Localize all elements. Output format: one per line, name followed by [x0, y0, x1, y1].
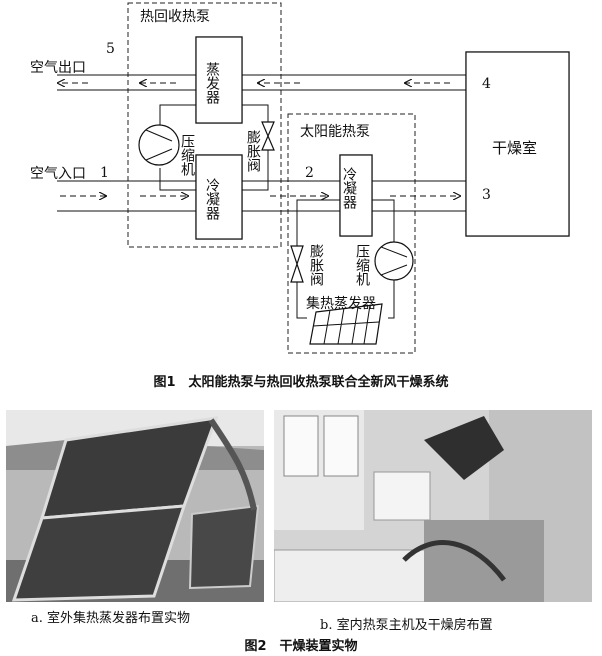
collector-evaporator-grid	[312, 304, 380, 345]
solar-pump-boundary	[287, 113, 416, 354]
solar-condenser-label: 冷凝器	[341, 167, 357, 209]
solar-refrigerant-loop	[296, 199, 340, 319]
photo-indoor-heat-pump	[274, 410, 592, 602]
solar-refrigerant-loop	[372, 199, 395, 319]
upper-refrigerant-loop	[159, 104, 196, 191]
solar-compressor-icon	[380, 246, 408, 276]
photo-solar-collector-illustration	[6, 410, 264, 602]
air-outlet-label: 空气出口	[30, 60, 86, 76]
upper-compressor-icon	[145, 129, 173, 161]
upper-refrigerant-loop	[242, 104, 269, 191]
solar-pump-label: 太阳能热泵	[300, 124, 370, 140]
solar-expansion-valve-label: 膨胀阀	[308, 243, 324, 287]
upper-compressor-icon	[138, 124, 180, 166]
photo-indoor-heat-pump-illustration	[274, 410, 592, 602]
photo-a-caption: a. 室外集热蒸发器布置实物	[31, 611, 191, 626]
photo-b-caption: b. 室内热泵主机及干燥房布置	[320, 618, 493, 633]
node-3-label: 3	[482, 187, 491, 203]
drying-room-label: 干燥室	[492, 139, 537, 157]
node-5-label: 5	[106, 41, 115, 57]
upper-expansion-valve-icon	[261, 121, 275, 151]
upper-expansion-valve-label: 膨胀阀	[245, 129, 261, 173]
heat-recovery-pump-label: 热回收热泵	[140, 9, 210, 25]
evaporator-label: 蒸发器	[204, 62, 220, 104]
drying-room-box-fill	[465, 51, 570, 237]
solar-compressor-label: 压缩机	[354, 244, 370, 287]
solar-expansion-valve-icon	[290, 245, 304, 283]
air-inlet-label: 空气入口	[30, 166, 86, 182]
figure-2-caption: 图2 干燥装置实物	[244, 639, 358, 654]
solar-compressor-icon	[374, 241, 414, 281]
photo-solar-collector	[6, 410, 264, 602]
collector-evaporator-label: 集热蒸发器	[306, 295, 376, 312]
system-schematic: 热回收热泵 太阳能热泵 干燥室 干燥室 蒸发器 冷凝器 冷凝器 压缩机 膨胀阀	[30, 2, 570, 354]
figure-1-caption: 图1 太阳能热泵与热回收热泵联合全新风干燥系统	[153, 375, 449, 390]
solar-condenser-box-fill	[339, 154, 373, 237]
node-2-label: 2	[305, 165, 314, 181]
upper-compressor-label: 压缩机	[179, 134, 195, 177]
node-4-label: 4	[482, 76, 491, 92]
upper-condenser-box-fill	[195, 154, 243, 240]
heat-recovery-pump-boundary	[127, 2, 282, 248]
upper-condenser-label: 冷凝器	[204, 178, 220, 220]
node-1-label: 1	[100, 165, 109, 181]
evaporator-box-fill	[195, 36, 243, 124]
